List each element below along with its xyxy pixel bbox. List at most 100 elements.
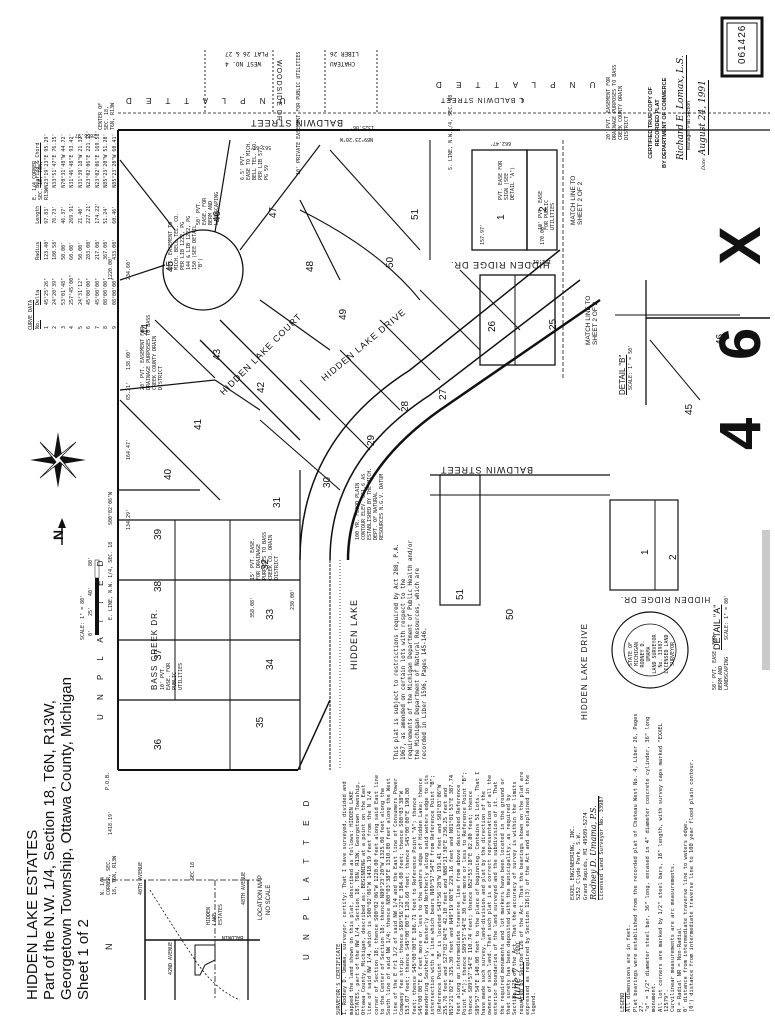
dim-65: 65.21' [126, 381, 132, 400]
certificate-body: I, Rodney D. Umama, surveyor, certify: T… [342, 771, 538, 1015]
scale-tick-80: 80' [88, 556, 94, 566]
lot-51-detail: 51 [455, 588, 466, 600]
cert-date-prefix: Date [701, 158, 707, 170]
certificate-date-month: June 7 [512, 961, 524, 1000]
easement-note-utilities-37: 10' PVT. EASE. FOR PUBLIC UTILITIES [160, 662, 184, 690]
curve-header: Length [35, 205, 41, 224]
lot-29: 29 [366, 434, 377, 446]
lot-41: 41 [193, 418, 204, 430]
cert-signer: Richard E. Lomax, L.S. [676, 55, 686, 160]
cert-date-value: August 24, 1991 [698, 80, 709, 156]
lot-48: 48 [305, 260, 316, 272]
cert-line-1: CERTIFIED TRUE COPY OF [648, 87, 654, 159]
surveyor-seal: STATE OF MICHIGAN RODNEY D. UMAMA LAND S… [628, 632, 676, 676]
seal-number: LAND SURVEYOR No. 33987 [652, 634, 664, 674]
certificate-date-year: , 1991 [516, 941, 522, 962]
dim-2855: 2855.97' [72, 132, 97, 138]
easement-note-drainage-20: 20' PVT. EASEMENT FOR DRAINAGE PURPOSES … [606, 64, 630, 140]
match-line-label: MATCH LINE TO SHEET 2 OF 2 [570, 175, 584, 225]
easement-note-public-utilities: 10' PVT. EASE FOR PUBLIC UTILITIES [538, 190, 556, 230]
lot-45-detail: 45 [684, 403, 695, 415]
lot-46-detail: 46 [715, 333, 726, 345]
dim-230: 230.00' [290, 588, 296, 610]
street-woodside: WOODSIDE DR. [275, 60, 282, 125]
dim-134: 134.29' [126, 508, 132, 530]
unplatted-label: U N P L A T T E D [302, 794, 311, 960]
west-bearing: S00°02'06"W [108, 491, 114, 525]
seal-licensed: LICENSED LAND SURVEYOR [664, 634, 676, 674]
restriction-note: This plat is subject to restrictions req… [394, 540, 428, 760]
s-line-label: S. LINE, N.W.1/4, SEC. 18 [448, 94, 454, 170]
unplatted-label: U N P L A T T E D [430, 80, 596, 89]
surveyor-certificate: SURVEYOR'S CERTIFICATE I, Rodney D. Umam… [336, 770, 538, 1015]
street-hidden-lake-drive-detail: HIDDEN LAKE DRIVE [580, 622, 589, 720]
dim-164: 164.47' [126, 438, 132, 460]
match-line-label-2: MATCH LINE TO SHEET 2 OF 2 [585, 295, 599, 345]
cert-line-2: RECORDED PLAT [655, 99, 661, 147]
scale-label: SCALE: 1" = 80' [80, 594, 86, 640]
lot-28: 28 [400, 400, 411, 412]
lot-36: 36 [153, 738, 164, 750]
corner-e-quarter: E. 1/4 CORNER SEC. 18, T6N, R13W [32, 160, 50, 200]
scale-tick-0: 0' [88, 629, 94, 636]
certificate-date: June 7, 1991 [512, 941, 524, 1000]
lot-38: 38 [153, 580, 164, 592]
location-north-label: N [104, 943, 114, 951]
e-line-label: E. LINE, N.W. 1/4, SEC. 18 [108, 541, 114, 620]
easement-note-private-utilities: 10' PRIVATE EASEMENT FOR PUBLIC UTILITIE… [296, 51, 302, 175]
dim-157: 157.97' [480, 223, 486, 245]
location-map-subtitle: NO SCALE [266, 884, 272, 915]
surveyor-license: Licensed Land Surveyor No. 33987 [598, 796, 605, 900]
surveyor-address-2: Grand Rapids, MI 49509-5274 [582, 812, 589, 900]
svg-text:4: 4 [708, 418, 773, 450]
easement-note-drainage: 20' PVT. EASEMENT FOR DRAINAGE PURPOSES … [140, 314, 164, 390]
dim-358: 358.08' [250, 596, 256, 618]
scale-tick-25: 25' [88, 606, 94, 616]
lot-50-detail: 50 [505, 608, 516, 620]
seal-state: STATE OF MICHIGAN [628, 641, 640, 667]
easement-note-berm: 50' PVT. EASE. FOR BERM AND LANDSCAPING [196, 191, 220, 225]
north-bearing: N89°23'20"W [340, 136, 374, 142]
lot-39: 39 [153, 528, 164, 540]
lot-1: 1 [496, 214, 507, 220]
curve-header: Delta [35, 289, 41, 305]
lot-35: 35 [255, 716, 266, 728]
easement-note-drainage-15: 15' PVT. EASE. FOR DRAINAGE PURPOSES TO … [250, 531, 280, 580]
scale-tick-40: 40' [88, 586, 94, 596]
document-number: 061426 [737, 24, 748, 64]
road-48th: 48TH AVENUE [241, 871, 247, 905]
lot-43: 43 [212, 348, 223, 360]
surveyor-firm-block: EXXEL ENGINEERING, INC. 5252 Clyde Park,… [570, 796, 605, 900]
lot-25: 25 [548, 318, 559, 330]
lot-49: 49 [338, 308, 349, 320]
unplatted-label: U N P L A T T E D [96, 554, 105, 720]
seal-name: RODNEY D. UMAMA [640, 640, 652, 668]
legend-item: (0') distance from intermediate traverse… [689, 758, 696, 1012]
lot-51: 51 [410, 208, 421, 220]
north-label: N [50, 529, 66, 540]
cert-signer-title: Manager, Plat Section [686, 101, 692, 150]
compass-rose-icon [30, 432, 86, 488]
svg-text:X: X [708, 226, 773, 265]
location-sec18: SEC 18 [190, 861, 196, 880]
detail-a-label: DETAIL "A" [712, 604, 722, 650]
legend: LEGEND All dimensions are in feet. Plat … [620, 702, 696, 1012]
plat-title: HIDDEN LAKE ESTATES [24, 829, 41, 1000]
sheet-number: Sheet 1 of 2 [75, 919, 92, 1000]
pob-distance: 1418.19' [108, 810, 114, 835]
easement-note-mich-bell: 6.5' PVT. EASE TO MICH. BELL TEL. CO. PE… [240, 140, 270, 180]
road-baldwin: BALDWIN [222, 934, 244, 940]
corner-n-quarter: N. 1/4 CORNER, SEC. 18, T6N, R13W [100, 855, 118, 895]
location-map-title: LOCATION MAP [258, 875, 264, 920]
dim-138: 138.00' [126, 348, 132, 370]
svg-text:6: 6 [708, 328, 773, 360]
title-block: HIDDEN LAKE ESTATES Part of the N.W. 1/4… [24, 677, 92, 1000]
lot-33: 33 [265, 608, 276, 620]
plat-chateau: CHATEAU [330, 60, 356, 67]
easement-note-sign-detail: PVT. EASE FOR SIGN (SEE DETAIL "A") [498, 160, 516, 200]
lot-26: 26 [487, 320, 498, 332]
